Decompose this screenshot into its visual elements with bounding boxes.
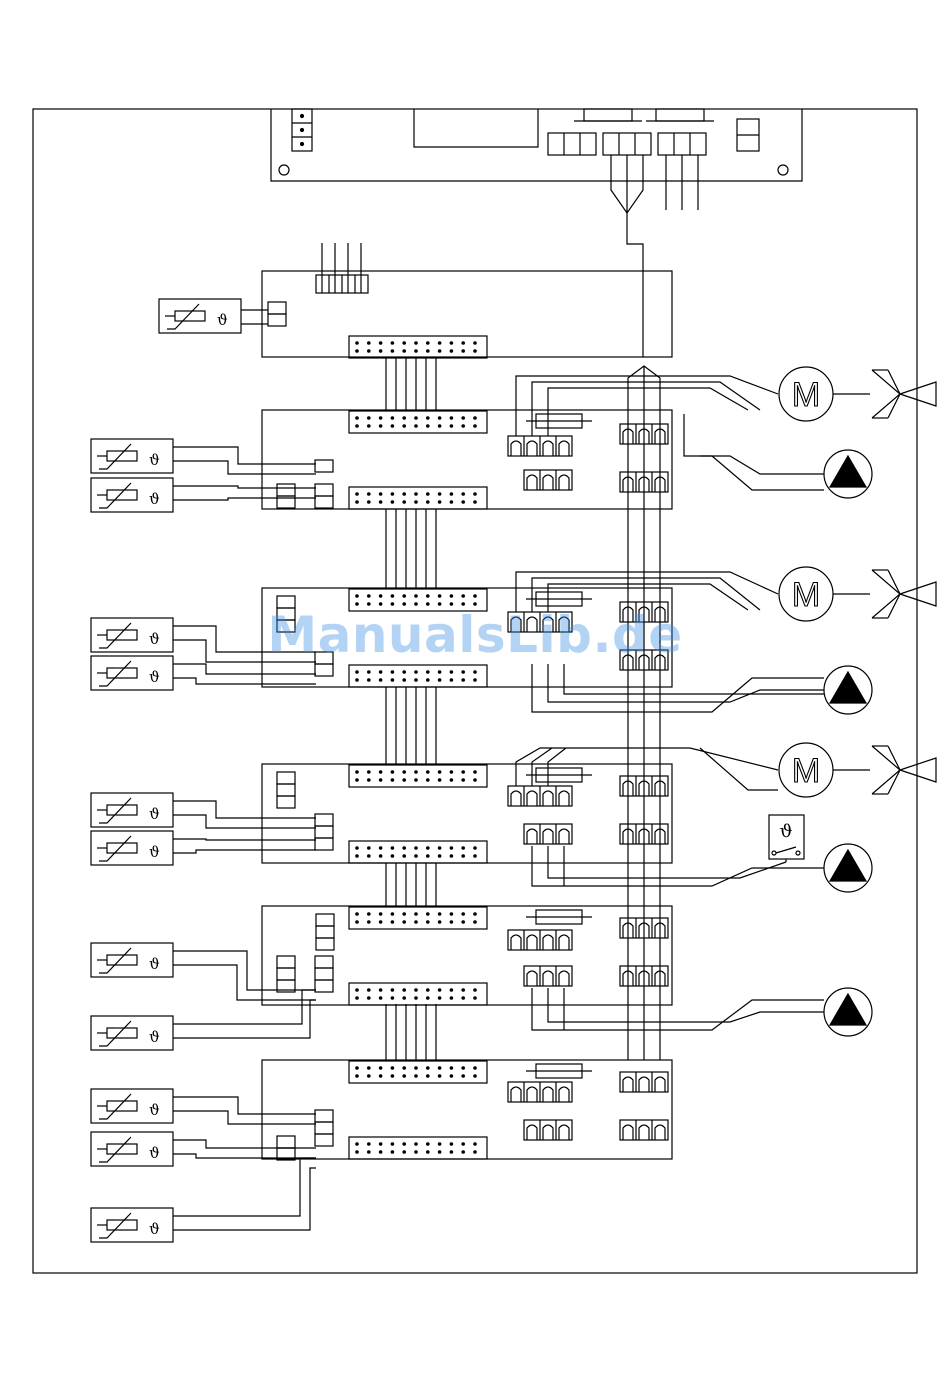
theta-symbol: ϑ bbox=[149, 490, 160, 508]
motor-symbol: M bbox=[792, 752, 820, 790]
extension-module-board bbox=[262, 764, 672, 863]
fuse bbox=[526, 414, 592, 428]
theta-symbol: ϑ bbox=[149, 805, 160, 823]
sensor-terminal bbox=[316, 914, 334, 950]
fuse bbox=[526, 592, 592, 606]
theta-symbol: ϑ bbox=[149, 1101, 160, 1119]
temperature-sensor: ϑ bbox=[91, 478, 173, 512]
thermostat-switch: ϑ bbox=[769, 815, 804, 862]
terminal-block bbox=[524, 470, 572, 490]
extension-module-board bbox=[262, 588, 672, 687]
bus-lines bbox=[628, 366, 660, 1060]
terminal-block bbox=[508, 612, 572, 632]
theta-symbol: ϑ bbox=[149, 1220, 160, 1238]
sensor-terminal bbox=[315, 652, 333, 676]
terminal-block bbox=[620, 1120, 668, 1140]
ribbon-connector bbox=[349, 1061, 487, 1083]
extension-module-board bbox=[262, 906, 672, 1005]
circulation-pump bbox=[824, 844, 872, 892]
circulation-pump bbox=[824, 988, 872, 1036]
ribbon-cable bbox=[386, 357, 436, 410]
ribbon-connector bbox=[349, 1137, 487, 1159]
sensor-terminal bbox=[315, 956, 333, 992]
circulation-pump bbox=[824, 450, 872, 498]
fuse bbox=[526, 1064, 592, 1078]
mixer-motor: M bbox=[779, 367, 870, 421]
modules: ϑ ϑ ϑ ϑ ϑ ϑ ϑ ϑ ϑ ϑ ϑ ϑ bbox=[91, 243, 672, 1242]
base-module-board bbox=[262, 243, 672, 358]
terminal-block bbox=[508, 436, 572, 456]
temperature-sensor: ϑ bbox=[159, 299, 241, 333]
sensor-terminal bbox=[315, 484, 333, 508]
theta-symbol: ϑ bbox=[149, 1144, 160, 1162]
theta-symbol: ϑ bbox=[149, 843, 160, 861]
mixer-motor: M bbox=[779, 567, 870, 621]
theta-symbol: ϑ bbox=[149, 668, 160, 686]
ribbon-cable bbox=[386, 509, 436, 588]
temperature-sensor: ϑ bbox=[91, 943, 173, 977]
actuators: M M M bbox=[516, 367, 936, 1036]
theta-symbol: ϑ bbox=[217, 311, 228, 329]
terminal-block bbox=[508, 1082, 572, 1102]
sensor-terminal bbox=[277, 596, 295, 632]
ribbon-cable bbox=[386, 863, 436, 906]
extension-module-board bbox=[262, 410, 672, 509]
temperature-sensor: ϑ bbox=[91, 831, 173, 865]
ribbon-connector bbox=[349, 665, 487, 687]
ribbon-connector bbox=[349, 765, 487, 787]
temperature-sensor: ϑ bbox=[91, 439, 173, 473]
ribbon-cable bbox=[386, 1004, 436, 1060]
ribbon-connector bbox=[349, 983, 487, 1005]
ribbon-connector bbox=[349, 487, 487, 509]
ribbon-cable bbox=[386, 687, 436, 764]
temperature-sensor: ϑ bbox=[91, 1089, 173, 1123]
terminal-block bbox=[316, 275, 368, 293]
mixing-valve bbox=[872, 370, 936, 418]
fuse bbox=[526, 910, 592, 924]
mixing-valve bbox=[872, 746, 936, 794]
ribbon-connector bbox=[349, 841, 487, 863]
ribbon-connector bbox=[349, 411, 487, 433]
ribbon-connector bbox=[349, 336, 487, 358]
theta-symbol: ϑ bbox=[149, 451, 160, 469]
ribbon-connector bbox=[349, 907, 487, 929]
terminal-block bbox=[524, 824, 572, 844]
sensor-terminal bbox=[277, 956, 295, 992]
fuse bbox=[526, 768, 592, 782]
thermostat-symbol: ϑ bbox=[780, 821, 793, 842]
temperature-sensor: ϑ bbox=[91, 618, 173, 652]
circulation-pump bbox=[824, 666, 872, 714]
terminal-block bbox=[524, 966, 572, 986]
motor-symbol: M bbox=[792, 376, 820, 414]
main-controller-board bbox=[271, 109, 802, 357]
sensor-terminal bbox=[268, 302, 286, 326]
theta-symbol: ϑ bbox=[149, 1028, 160, 1046]
theta-symbol: ϑ bbox=[149, 955, 160, 973]
terminal-block bbox=[620, 1072, 668, 1092]
sensor-terminal bbox=[315, 460, 333, 472]
temperature-sensor: ϑ bbox=[91, 656, 173, 690]
ribbon-connector bbox=[349, 589, 487, 611]
bus-cable bbox=[611, 155, 698, 357]
terminal-block bbox=[508, 930, 572, 950]
theta-symbol: ϑ bbox=[149, 630, 160, 648]
sensor-terminal bbox=[315, 1110, 333, 1146]
mixing-valve bbox=[872, 570, 936, 618]
sensor-terminal bbox=[315, 814, 333, 850]
temperature-sensor: ϑ bbox=[91, 1132, 173, 1166]
temperature-sensor: ϑ bbox=[91, 1016, 173, 1050]
outer-frame bbox=[33, 109, 917, 1273]
terminal-block bbox=[524, 1120, 572, 1140]
sensor-terminal bbox=[277, 772, 295, 808]
extension-module-board bbox=[262, 1060, 672, 1160]
terminal-block bbox=[508, 786, 572, 806]
mixer-motor: M bbox=[779, 743, 870, 797]
temperature-sensor: ϑ bbox=[91, 793, 173, 827]
motor-symbol: M bbox=[792, 576, 820, 614]
controller-terminals bbox=[548, 133, 706, 155]
temperature-sensor: ϑ bbox=[91, 1208, 173, 1242]
